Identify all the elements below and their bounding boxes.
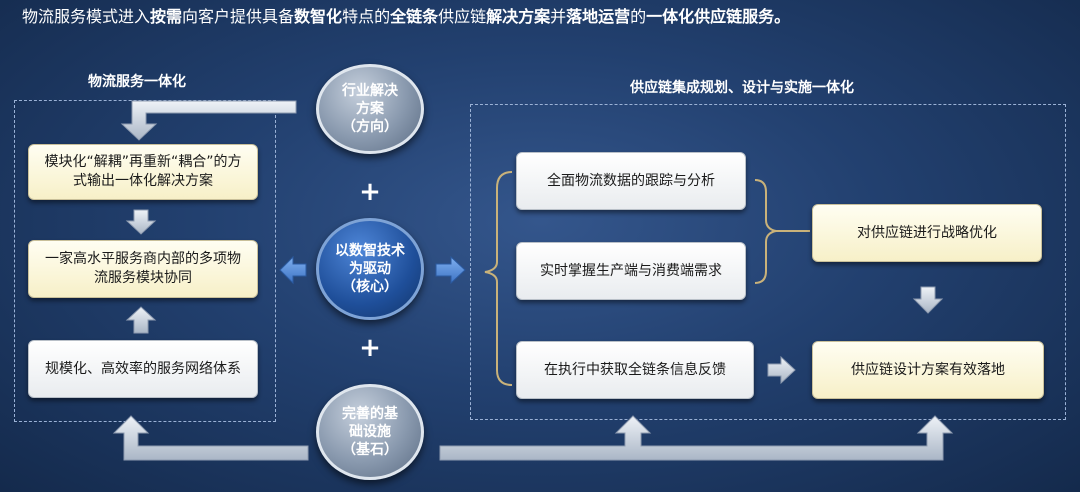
- headline-text-4: 供应链: [438, 7, 487, 26]
- headline-bold-1: 按需: [150, 7, 183, 26]
- headline-text-5: 并: [550, 7, 567, 26]
- headline-text-6: 的: [630, 7, 647, 26]
- plus-sign-top: +: [359, 177, 381, 207]
- circle-infra-line1: 完善的基: [342, 406, 398, 422]
- headline-bold-4: 解决方案: [486, 7, 551, 26]
- circle-digital-line2: 为驱动: [349, 261, 391, 277]
- arrow-right-right: [767, 355, 796, 385]
- right-group-brace: [754, 179, 777, 284]
- right-panel-frame: [470, 104, 1066, 420]
- circle-infra-line3: （基石）: [342, 442, 398, 458]
- headline-bold-2: 数智化: [294, 7, 343, 26]
- headline-bold-6: 一体化供应链服务。: [646, 7, 791, 26]
- headline-text-3: 特点的: [342, 7, 391, 26]
- plus-sign-bottom: +: [359, 333, 381, 363]
- circle-industry-line2: 方案: [356, 101, 384, 117]
- right-box-landing: 供应链设计方案有效落地: [812, 341, 1044, 399]
- right-panel-title: 供应链集成规划、设计与实施一体化: [630, 80, 854, 96]
- blue-arrow-right: [435, 255, 466, 285]
- right-box-strategy: 对供应链进行战略优化: [812, 204, 1042, 262]
- circle-digital-line1: 以数智技术: [335, 243, 405, 259]
- headline-text-1: 物流服务模式进入: [22, 7, 151, 26]
- circle-infrastructure: 完善的基 础设施 （基石）: [316, 384, 424, 480]
- circle-industry-line1: 行业解决: [342, 83, 398, 99]
- elbow-arrow-top-left: [120, 100, 297, 141]
- base-bar-left-arrow: [112, 415, 309, 461]
- left-box-service-network: 规模化、高效率的服务网络体系: [28, 340, 258, 398]
- left-panel-title: 物流服务一体化: [88, 74, 186, 90]
- headline-bold-3: 全链条: [390, 7, 439, 26]
- circle-digital-tech: 以数智技术 为驱动 （核心）: [316, 218, 424, 320]
- arrow-up-left-2: [125, 306, 157, 334]
- arrow-down-right: [912, 286, 944, 314]
- right-box-feedback: 在执行中获取全链条信息反馈: [516, 341, 754, 399]
- arrow-down-left-1: [125, 209, 157, 235]
- headline-text-2: 向客户提供具备: [182, 7, 295, 26]
- base-bar-right-arrows: [439, 415, 954, 461]
- left-box-decouple: 模块化“解耦”再重新“耦合”的方式输出一体化解决方案: [28, 144, 258, 200]
- headline: 物流服务模式进入按需向客户提供具备数智化特点的全链条供应链解决方案并落地运营的一…: [22, 6, 1062, 28]
- headline-bold-5: 落地运营: [566, 7, 631, 26]
- circle-digital-line3: （核心）: [342, 279, 398, 295]
- circle-infra-line2: 础设施: [349, 424, 391, 440]
- circle-industry-solution: 行业解决 方案 （方向）: [316, 64, 424, 154]
- right-box-data-tracking: 全面物流数据的跟踪与分析: [516, 152, 746, 210]
- right-box-demand: 实时掌握生产端与消费端需求: [516, 242, 746, 300]
- left-box-module-synergy: 一家高水平服务商内部的多项物流服务模块协同: [28, 240, 258, 298]
- right-panel-brace: [484, 171, 513, 386]
- circle-industry-line3: （方向）: [342, 119, 398, 135]
- blue-arrow-left: [279, 255, 307, 285]
